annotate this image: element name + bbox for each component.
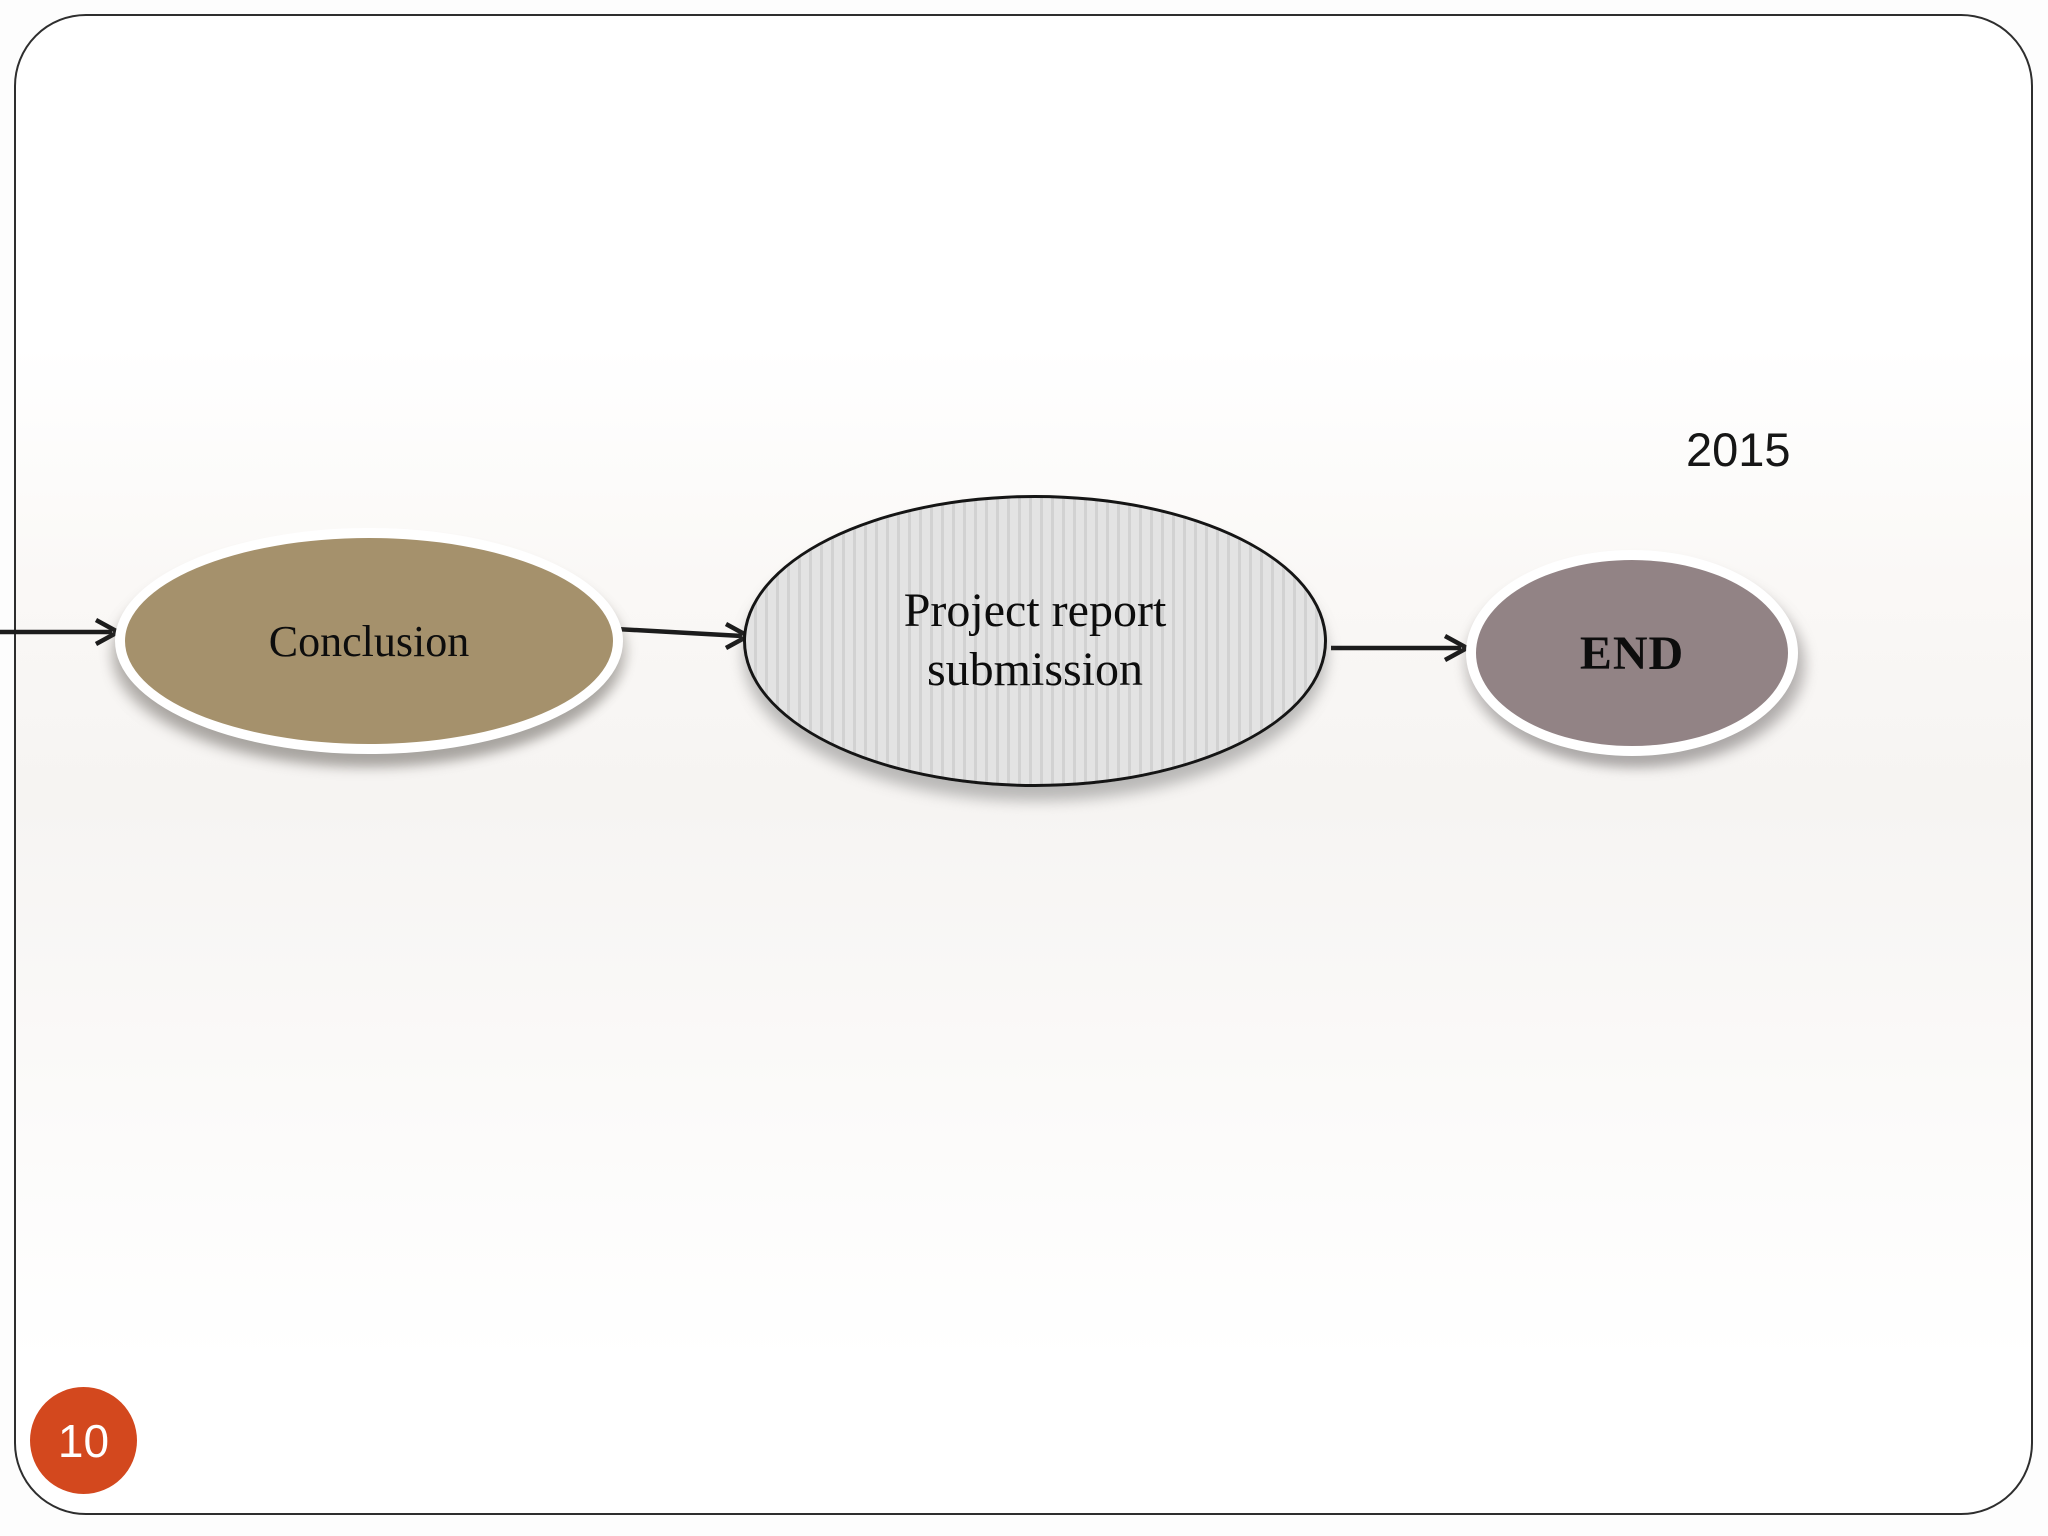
flow-node-end: END <box>1466 550 1798 756</box>
flow-node-conclusion-label: Conclusion <box>268 616 470 666</box>
flow-node-project-report-submission: Project report submission <box>743 495 1327 787</box>
flow-node-submission-label: Project report submission <box>904 582 1167 699</box>
year-label: 2015 <box>1686 423 1791 476</box>
page-number-badge: 10 <box>30 1387 137 1494</box>
flow-node-submission-label-line2: submission <box>926 643 1144 696</box>
flow-node-submission-label-line1: Project report <box>903 584 1167 638</box>
flow-node-conclusion: Conclusion <box>115 528 623 754</box>
flow-node-end-label: END <box>1579 626 1685 680</box>
